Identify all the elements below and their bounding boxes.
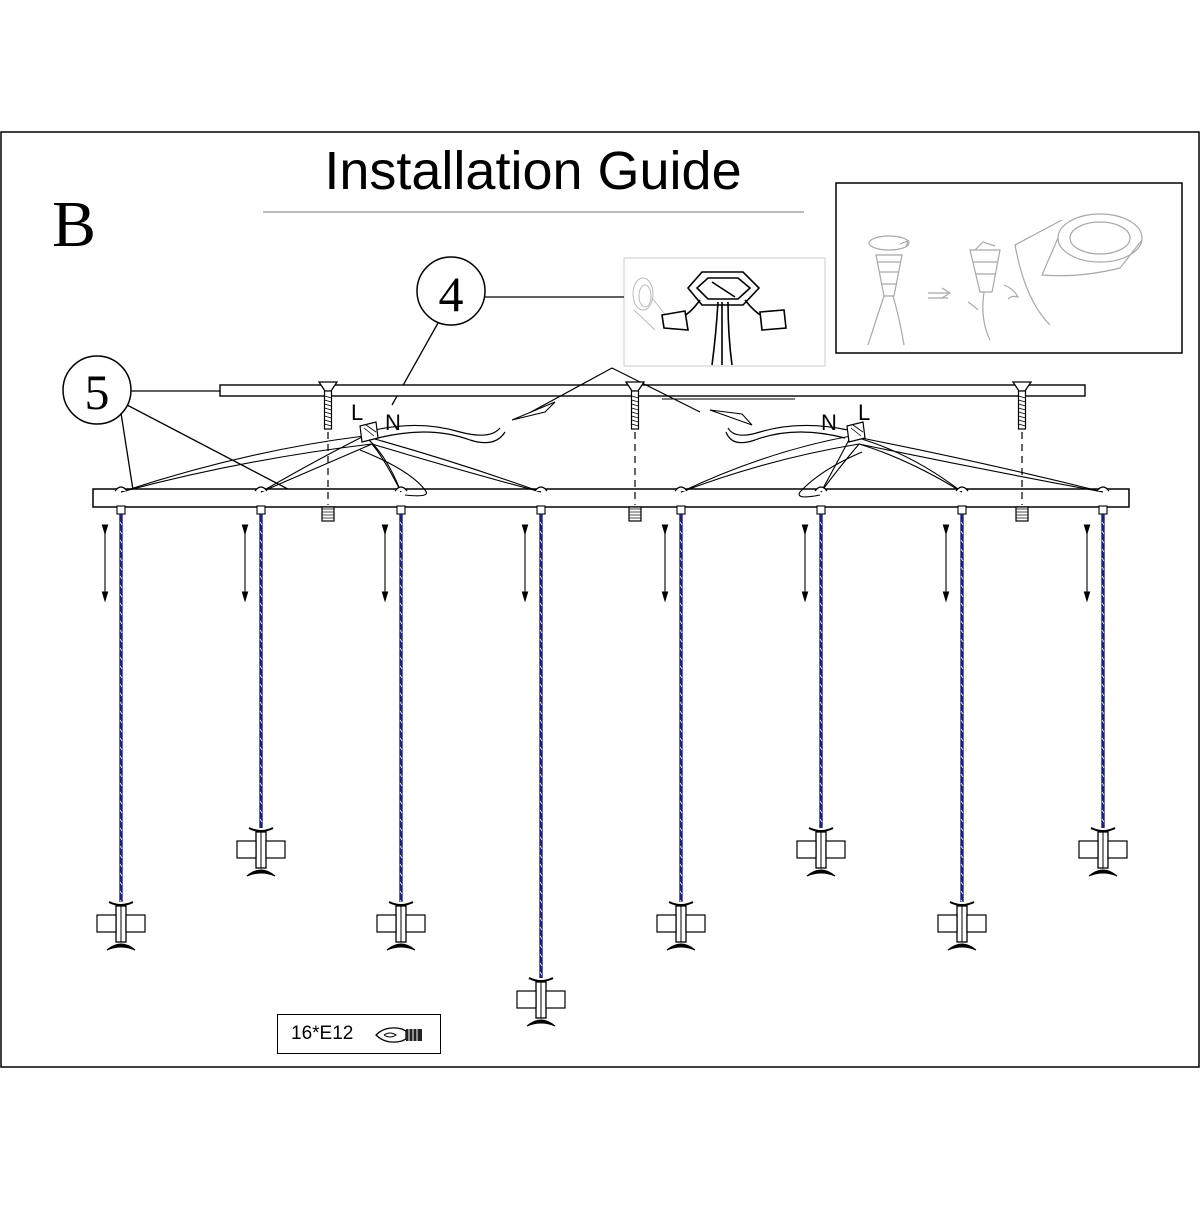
wire-label-neutral-right: N xyxy=(821,410,837,435)
pendant-5 xyxy=(656,505,706,951)
socket xyxy=(796,827,846,877)
callout-4 xyxy=(391,256,624,406)
wire-hook xyxy=(814,486,828,492)
wire-label-neutral-left: N xyxy=(385,410,401,435)
connection-inset xyxy=(623,257,826,367)
mounting-screw xyxy=(317,381,339,522)
socket xyxy=(236,827,286,877)
wire-hook xyxy=(674,486,688,492)
wire-nut xyxy=(359,421,379,443)
wire-label-live-right: L xyxy=(858,400,871,425)
page-title: Installation Guide xyxy=(324,141,742,201)
ceiling-bracket xyxy=(219,367,1086,426)
wire-nut-inset xyxy=(835,182,1183,354)
supply-wire xyxy=(725,431,846,444)
wire-hook xyxy=(534,486,548,492)
mounting-screw xyxy=(624,381,646,522)
pendant-wire xyxy=(260,435,365,493)
socket xyxy=(937,901,987,951)
wire-hook xyxy=(254,486,268,492)
pendant-2 xyxy=(236,505,286,877)
pendant-wire xyxy=(371,443,542,493)
pendant-wire xyxy=(363,435,542,493)
supply-wire xyxy=(377,431,506,444)
pendant-wire xyxy=(260,443,373,493)
socket xyxy=(1078,827,1128,877)
pendant-wire xyxy=(820,443,860,493)
socket xyxy=(516,977,566,1027)
pendant-wire xyxy=(858,443,1104,493)
wire-hook xyxy=(114,486,128,492)
pendant-wire xyxy=(850,435,963,493)
wire-hook xyxy=(1096,486,1110,492)
wire-group xyxy=(114,421,1110,498)
pendant-wire xyxy=(120,435,365,493)
wire-hook xyxy=(394,486,408,492)
wire-label-live-left: L xyxy=(351,400,364,425)
pendant-wire xyxy=(850,435,1104,493)
wire-nut xyxy=(846,421,866,443)
supply-wire xyxy=(727,424,849,436)
pendant-3 xyxy=(376,505,426,951)
supply-wire xyxy=(374,424,501,436)
socket xyxy=(656,901,706,951)
mounting-screw xyxy=(1011,381,1033,522)
pendant-wire xyxy=(680,435,852,493)
pendant-4 xyxy=(516,505,566,1027)
step-letter: B xyxy=(52,188,97,261)
callout-5-number: 5 xyxy=(84,364,110,420)
pendant-wire xyxy=(371,443,402,493)
wire-hook xyxy=(955,486,969,492)
pendant-6 xyxy=(796,505,846,877)
socket xyxy=(376,901,426,951)
pendant-7 xyxy=(937,505,987,951)
pendant-wire xyxy=(858,443,963,493)
callout-4-number: 4 xyxy=(438,266,464,322)
pendant-wire xyxy=(820,435,852,493)
bulb-spec-text: 16*E12 xyxy=(291,1023,354,1044)
screw-group xyxy=(317,381,1033,522)
socket xyxy=(96,901,146,951)
canopy-plate xyxy=(92,488,1130,508)
bulb-spec-box: 16*E12 xyxy=(277,1014,441,1054)
wire-loop xyxy=(798,451,863,498)
page-frame xyxy=(0,131,1200,1068)
pendant-wire xyxy=(680,443,860,493)
pendant-group xyxy=(96,505,1128,1027)
pendant-1 xyxy=(96,505,146,951)
pendant-8 xyxy=(1078,505,1128,877)
candelabra-bulb-icon xyxy=(375,1027,422,1043)
wire-loop xyxy=(359,449,427,497)
